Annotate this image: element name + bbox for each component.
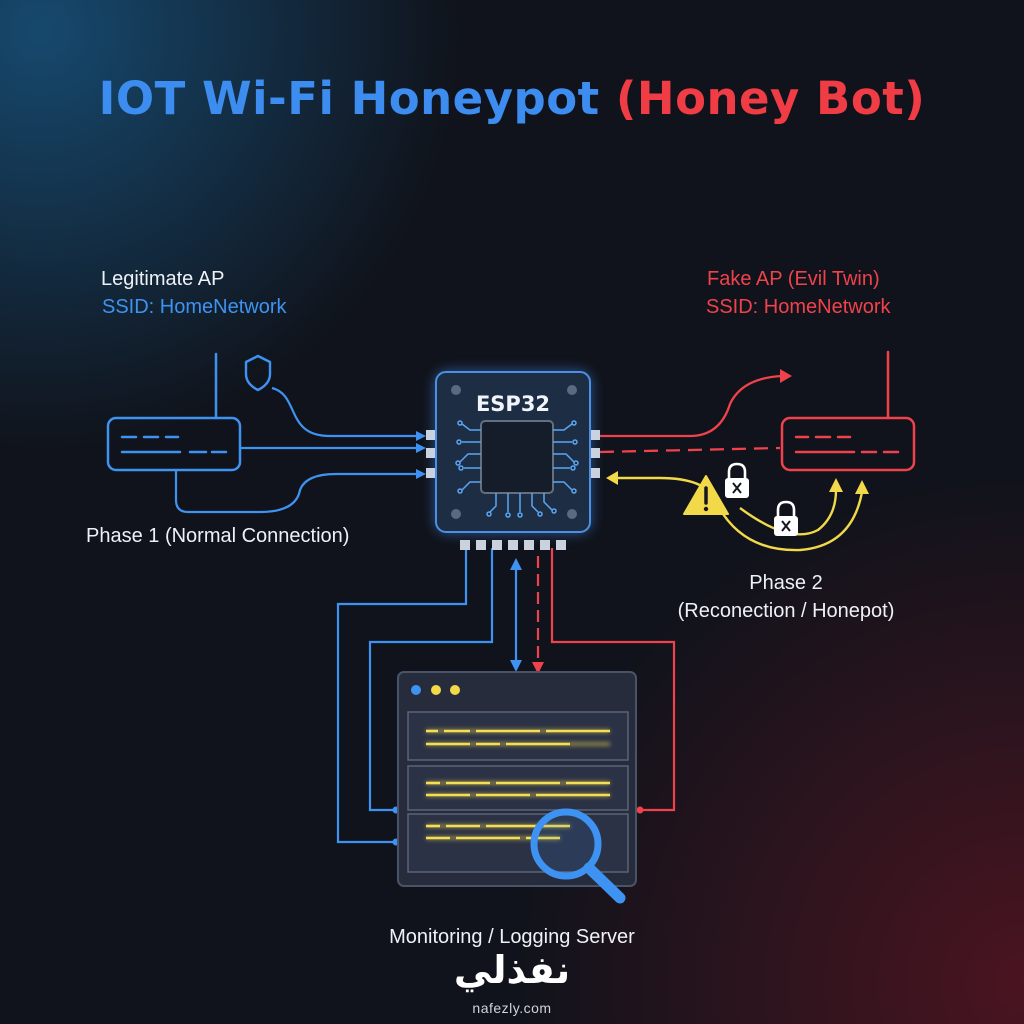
legit-ap-ssid: SSID: HomeNetwork [102, 296, 287, 318]
phase2-connections [618, 476, 864, 552]
lock-icon [725, 462, 749, 498]
brand-logo-arabic: نفذلي [453, 948, 571, 992]
fake-router-icon [780, 350, 916, 472]
phase1-connections [174, 386, 418, 514]
esp32-chip-icon: ESP32 [426, 370, 600, 550]
title-part-iot: IOT Wi-Fi Honeypot [98, 72, 600, 125]
server-label: Monitoring / Logging Server [389, 926, 635, 948]
fake-ap-connections [599, 374, 783, 454]
phase1-arrowheads [416, 431, 426, 479]
phase2-arrowheads [606, 471, 869, 494]
chip-label: ESP32 [476, 392, 550, 416]
brand-url: nafezly.com [472, 1000, 552, 1016]
phase1-label: Phase 1 (Normal Connection) [86, 525, 350, 547]
fake-ap-name: Fake AP (Evil Twin) [707, 268, 880, 290]
lock-icon [774, 500, 798, 536]
title-part-honeybot: (Honey Bot) [615, 72, 926, 125]
legit-router-icon [106, 352, 242, 472]
fake-ap-arrowhead [780, 369, 792, 383]
server-connections [336, 548, 676, 844]
legit-ap-name: Legitimate AP [101, 268, 225, 290]
phase2-subtitle: (Reconection / Honepot) [677, 600, 895, 622]
magnifier-icon [530, 808, 626, 904]
diagram-title: IOT Wi-Fi Honeypot (Honey Bot) [0, 72, 1024, 125]
fake-ap-ssid: SSID: HomeNetwork [706, 296, 891, 318]
phase2-title: Phase 2 [749, 572, 823, 594]
shield-icon [244, 354, 272, 392]
warning-icon [683, 475, 729, 515]
logging-server-icon [397, 671, 637, 887]
